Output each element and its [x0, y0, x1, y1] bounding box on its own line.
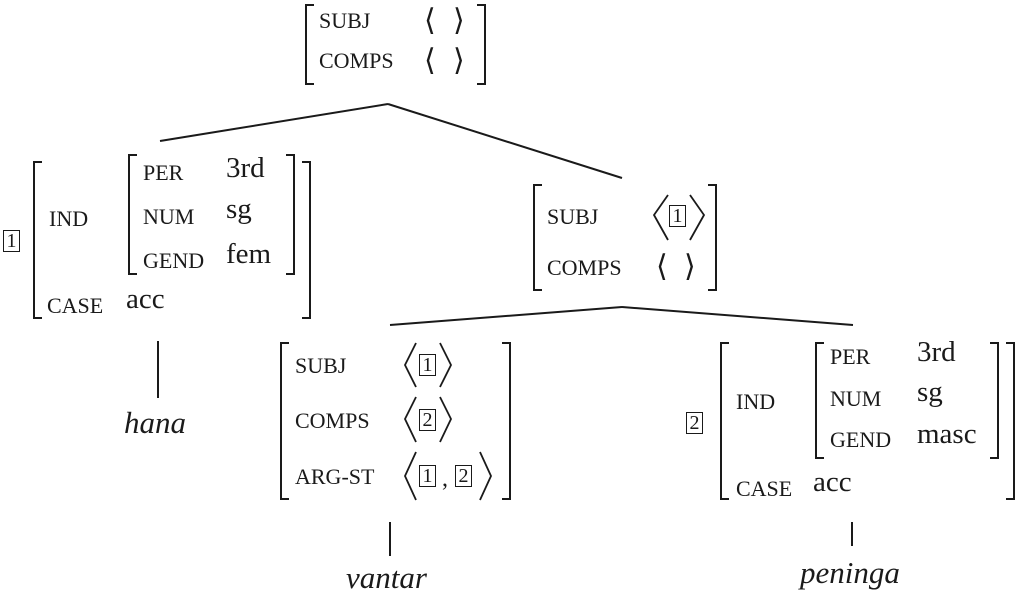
vp-comps-label: COMPS — [547, 255, 622, 280]
vp-subj-angle-close — [689, 194, 706, 241]
np2-num-value: sg — [917, 376, 943, 408]
np2-word: peninga — [800, 555, 900, 590]
verb-argst-angle-close — [479, 451, 492, 501]
np1-gend-label: GEND — [143, 248, 205, 273]
np1-case-label: CASE — [47, 293, 104, 318]
root-left-bracket — [305, 4, 314, 85]
np2-gend-value: masc — [917, 418, 977, 450]
vp-right-bracket — [708, 184, 717, 291]
verb-argst-tag-1: 1 — [419, 465, 436, 487]
np1-word: hana — [124, 405, 186, 440]
np2-right-bracket — [1006, 342, 1015, 500]
np1-per-value: 3rd — [226, 152, 265, 184]
root-subj-label: SUBJ — [319, 8, 371, 33]
verb-argst-angle-open — [404, 451, 417, 501]
np2-num-label: NUM — [830, 386, 882, 411]
verb-word: vantar — [346, 560, 427, 595]
np1-case-value: acc — [126, 283, 165, 315]
root-right-bracket — [477, 4, 486, 85]
verb-comps-angle-open — [403, 396, 417, 443]
np1-per-label: PER — [143, 160, 184, 185]
vp-subj-angle-open — [652, 194, 669, 241]
verb-argst-tag-2: 2 — [455, 465, 472, 487]
verb-comps-tag: 2 — [419, 409, 436, 431]
np1-tag: 1 — [3, 230, 20, 252]
branch-root-left — [159, 103, 389, 142]
vp-comps-open: ⟨ — [656, 250, 668, 283]
np1-left-bracket — [33, 161, 42, 319]
vp-subj-tag: 1 — [669, 205, 686, 227]
branch-root-right — [387, 103, 623, 179]
np1-gend-value: fem — [226, 238, 272, 270]
np1-ind-left-bracket — [128, 154, 137, 275]
np1-ind-label: IND — [49, 206, 89, 231]
np1-num-value: sg — [226, 193, 252, 225]
verb-subj-tag: 1 — [419, 354, 436, 376]
root-subj-close: ⟩ — [453, 4, 465, 37]
branch-vp-right — [621, 306, 854, 326]
np2-ind-right-bracket — [990, 342, 999, 459]
verb-subj-angle-open — [403, 342, 417, 388]
verb-subj-angle-close — [439, 342, 453, 388]
verb-comps-label: COMPS — [295, 408, 370, 433]
np2-ind-label: IND — [736, 389, 776, 414]
np2-case-value: acc — [813, 466, 852, 498]
root-comps-label: COMPS — [319, 48, 394, 73]
vp-left-bracket — [533, 184, 542, 291]
branch-vp-left — [389, 306, 623, 326]
vp-comps-close: ⟩ — [684, 250, 696, 283]
np1-ind-right-bracket — [286, 154, 295, 275]
verb-left-bracket — [280, 342, 289, 500]
verb-argst-label: ARG-ST — [295, 464, 375, 489]
verb-subj-label: SUBJ — [295, 353, 347, 378]
root-comps-open: ⟨ — [424, 44, 436, 77]
verb-comps-angle-close — [439, 396, 453, 443]
np2-per-value: 3rd — [917, 336, 956, 368]
np2-case-label: CASE — [736, 476, 793, 501]
verb-argst-separator: , — [442, 466, 448, 492]
np1-right-bracket — [302, 161, 311, 319]
verb-right-bracket — [502, 342, 511, 500]
np2-per-label: PER — [830, 344, 871, 369]
root-comps-close: ⟩ — [453, 44, 465, 77]
np2-ind-left-bracket — [815, 342, 824, 459]
np1-num-label: NUM — [143, 204, 195, 229]
root-subj-open: ⟨ — [424, 4, 436, 37]
np2-tag: 2 — [686, 412, 703, 434]
np2-gend-label: GEND — [830, 427, 892, 452]
vp-subj-label: SUBJ — [547, 204, 599, 229]
np2-left-bracket — [720, 342, 729, 500]
